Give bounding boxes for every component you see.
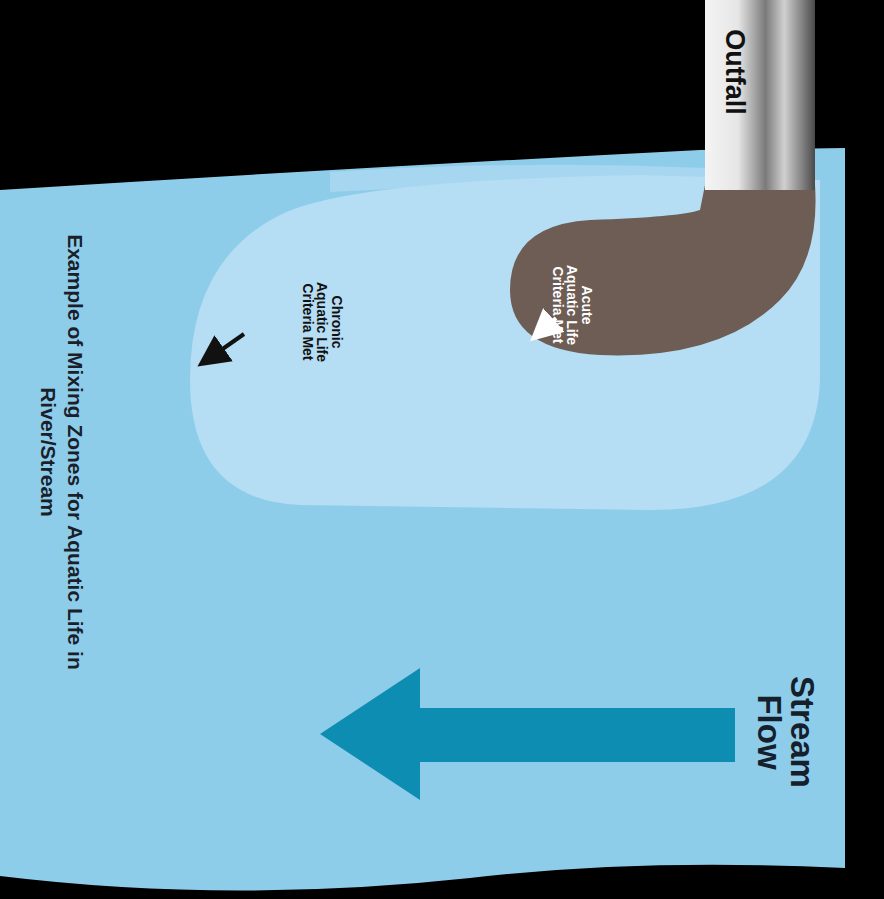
stream-water xyxy=(0,148,845,891)
chronic-pointer xyxy=(204,334,244,362)
zone-label: Outfall xyxy=(721,0,749,147)
acute-plume-fill xyxy=(510,185,816,355)
chronic-zone-fill xyxy=(190,175,820,510)
zone-label: Acute Aquatic Life Criteria Met xyxy=(550,264,594,346)
diagram-title: Example of Mixing Zones for Aquatic Life… xyxy=(35,232,90,672)
chronic-zone: Chronic Aquatic Life Criteria Met Acute A… xyxy=(190,150,825,515)
outfall-pipe: Outfall xyxy=(705,0,815,190)
acute-pointer xyxy=(536,318,556,336)
flow-label: Stream Flow xyxy=(753,668,819,796)
zone-label: Chronic Aquatic Life Criteria Met xyxy=(300,281,344,363)
flow-arrow xyxy=(320,668,735,800)
acute-plume: Acute Aquatic Life Criteria Met xyxy=(510,180,820,365)
